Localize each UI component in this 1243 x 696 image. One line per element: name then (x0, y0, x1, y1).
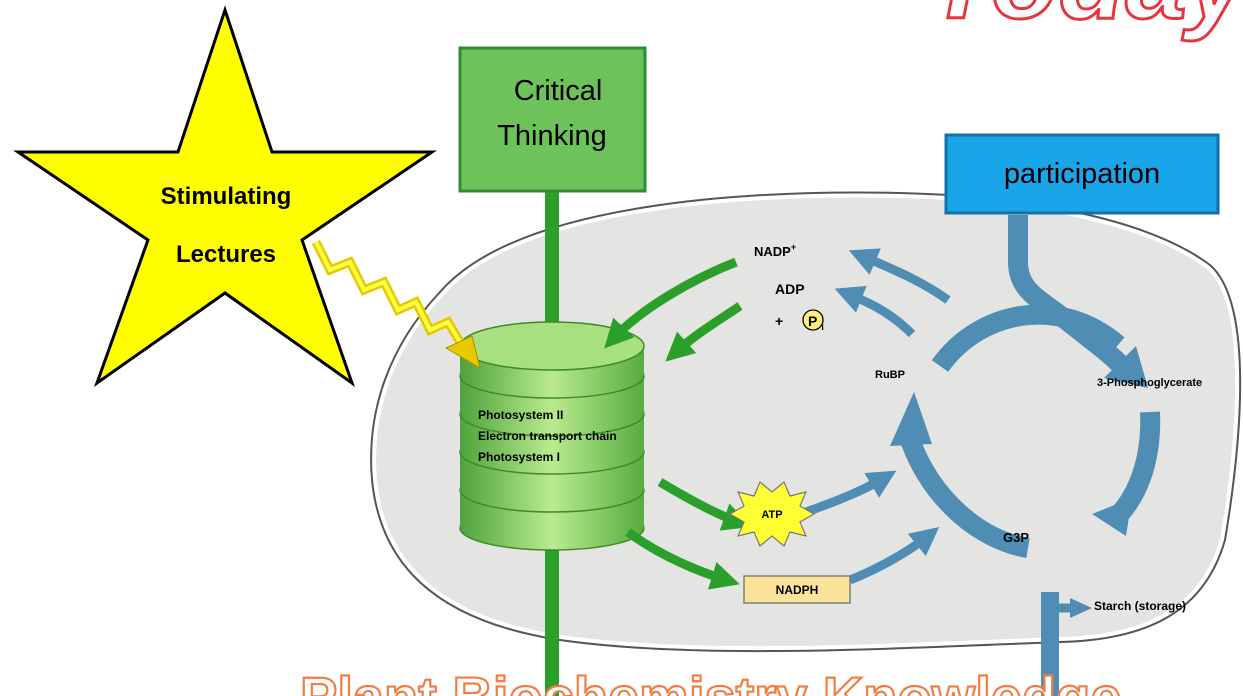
participation-box (944, 133, 1220, 215)
critical-thinking-line-top (545, 192, 559, 334)
participation-label: participation (1004, 158, 1160, 190)
green-arrow-nadp-to-stack (604, 257, 738, 349)
critical-thinking-line1: Critical (514, 75, 603, 107)
atp-label: ATP (761, 509, 782, 521)
star-label-line1: Stimulating (161, 183, 292, 210)
starch-label: Starch (storage) (1094, 599, 1186, 613)
green-arrow-stack-to-nadph (625, 528, 740, 590)
stimulating-lectures-star (13, 5, 437, 387)
nadph-label: NADPH (776, 583, 819, 597)
calvin-arc-bottom (900, 436, 1030, 558)
rubp-label: RuBP (875, 369, 905, 381)
critical-thinking-line-bottom (545, 550, 559, 696)
nadp-label: NADP+ (754, 242, 796, 259)
lightning-arrowhead (444, 335, 481, 370)
adp-label: ADP (775, 281, 805, 297)
footer-title: Plant Biochemistry Knowledge (300, 665, 1122, 696)
critical-thinking-box (458, 46, 647, 193)
blue-arrow-atp (804, 470, 897, 517)
g3p-label: G3P (1003, 530, 1029, 545)
blue-arrow-nadp (848, 248, 951, 304)
plus-label: + (775, 313, 783, 329)
pi-circle (802, 309, 824, 331)
calvin-arc-top (931, 304, 1125, 373)
green-arrow-stack-to-atp (657, 478, 752, 531)
ps2-label: Photosystem II (478, 408, 563, 422)
blue-arrow-adp (834, 285, 916, 338)
etc-label: Electron transport chain (478, 429, 617, 443)
nadph-box (743, 575, 851, 604)
pga-label: 3-Phosphoglycerate (1097, 377, 1202, 389)
header-title-fragment: Today (928, 0, 1243, 42)
ps1-label: Photosystem I (478, 450, 560, 464)
atp-starburst (728, 481, 816, 547)
calvin-arc-left-arrowhead (890, 392, 932, 446)
critical-thinking-line2: Thinking (497, 120, 607, 152)
blue-arrow-nadph (848, 527, 940, 585)
star-label-line2: Lectures (176, 241, 276, 268)
green-arrow-adp-to-stack (665, 302, 743, 362)
thylakoid-stack (459, 321, 645, 551)
